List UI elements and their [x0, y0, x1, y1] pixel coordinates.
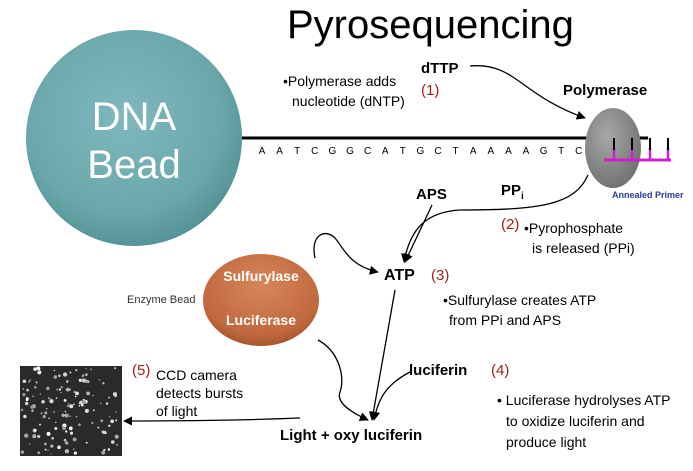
dna-bead-label-line1: DNA: [92, 95, 177, 139]
step-3-number: (3): [431, 267, 449, 284]
step-2-line2: is released (PPi): [532, 240, 635, 256]
light-oxy-luciferin-label: Light + oxy luciferin: [280, 427, 422, 444]
sequence-letter: T: [453, 146, 459, 157]
step-4-line3: produce light: [506, 434, 586, 450]
step-2-line1: •Pyrophosphate: [524, 220, 623, 236]
step-4-line2: to oxidize luciferin and: [506, 413, 645, 429]
arrow-atp-to-light: [368, 289, 396, 421]
arrow-luciferin-to-light: [371, 371, 411, 421]
step-3-line2: from PPi and APS: [449, 312, 561, 328]
ccd-image: [20, 366, 122, 456]
luciferase-label: Luciferase: [226, 312, 296, 328]
arrow-aps-to-atp: [404, 204, 433, 263]
arrow-ppi-release: [401, 174, 589, 263]
step-5-line2: detects bursts: [156, 385, 243, 401]
sequence-letter: A: [276, 146, 283, 157]
sequence-letter: C: [364, 146, 371, 157]
step-5-line3: of light: [156, 403, 197, 419]
sequence-letter: A: [523, 146, 530, 157]
aps-label: APS: [416, 186, 447, 203]
step-5-number: (5): [132, 362, 150, 379]
polymerase-ticks: [613, 138, 669, 150]
annealed-primer-label: Annealed Primer: [612, 190, 684, 200]
sequence-letter: G: [417, 146, 425, 157]
atp-label: ATP: [384, 267, 415, 284]
dna-bead: [26, 30, 242, 246]
dttp-label: dTTP: [421, 60, 459, 77]
step-2-number: (2): [501, 216, 519, 233]
sequence-letter: A: [259, 146, 266, 157]
arrow-light-to-ccd: [123, 416, 301, 426]
enzyme-bead-label: Enzyme Bead: [127, 294, 195, 306]
sequence-letter: A: [470, 146, 477, 157]
sequence-letter: G: [329, 146, 337, 157]
polymerase-label: Polymerase: [563, 82, 647, 99]
arrow-luciferase-to-light: [317, 339, 369, 421]
arrow-sulfurylase-to-atp: [313, 233, 379, 275]
step-5-line1: CCD camera: [156, 367, 237, 383]
sequence-letter: A: [487, 146, 494, 157]
step-1-line2: nucleotide (dNTP): [292, 93, 405, 109]
arrow-dttp-to-polymerase: [469, 65, 586, 120]
sulfurylase-label: Sulfurylase: [223, 268, 299, 284]
sequence-letter: C: [575, 146, 582, 157]
sequence-letter: T: [294, 146, 300, 157]
step-4-number: (4): [491, 362, 509, 379]
ppi-label: PPi: [501, 182, 524, 202]
sequence-letter: A: [505, 146, 512, 157]
luciferin-label: luciferin: [409, 362, 467, 379]
dna-sequence: AATCGGCATGCTAAAAGTCAT: [259, 146, 603, 168]
sequence-letter: C: [311, 146, 318, 157]
sequence-letter: G: [346, 146, 354, 157]
step-3-line1: •Sulfurylase creates ATP: [443, 292, 596, 308]
title: Pyrosequencing: [287, 3, 574, 47]
step-1-line1: •Polymerase adds: [283, 73, 396, 89]
sequence-letter: A: [382, 146, 389, 157]
sequence-letter: G: [540, 146, 548, 157]
step-1-number: (1): [421, 82, 439, 99]
sequence-letter: T: [558, 146, 564, 157]
sequence-letter: T: [400, 146, 406, 157]
enzyme-bead: [203, 254, 319, 346]
sequence-letter: C: [434, 146, 441, 157]
step-4-line1: • Luciferase hydrolyses ATP: [497, 392, 671, 408]
dna-bead-label-line2: Bead: [87, 143, 180, 187]
